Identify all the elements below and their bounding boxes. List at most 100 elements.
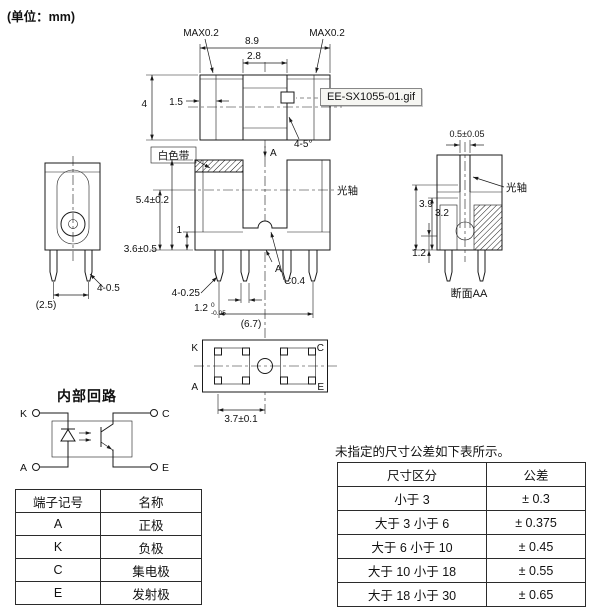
side-view: 4-0.5 (2.5) <box>36 156 120 311</box>
circuit-pin-a: A <box>20 462 27 474</box>
unit-note: (单位：mm) <box>7 10 76 24</box>
table-row: 大于 18 小于 30 ± 0.65 <box>337 582 586 607</box>
dim-total-width: 8.9 <box>245 36 259 47</box>
pin-pad <box>214 376 222 385</box>
terminal-table: 端子记号 名称 A 正极 K 负极 C 集电极 E 发射极 <box>15 489 202 605</box>
dim-pin-width: 1.2 <box>194 303 208 314</box>
dimension-range: 大于 3 小于 6 <box>337 510 487 535</box>
max-protrusion-left: MAX0.2 <box>183 28 219 39</box>
dim-depth: 4 <box>141 99 147 110</box>
optical-axis-label: 光轴 <box>337 184 358 197</box>
pin <box>477 249 486 282</box>
terminal-symbol: A <box>15 512 101 536</box>
circuit-pin-e: E <box>162 462 169 474</box>
table-row: C 集电极 <box>15 558 202 582</box>
section-view: 0.5±0.05 光轴 3.9 3.2 1.2 断面AA <box>412 129 527 300</box>
pin <box>240 249 250 282</box>
tolerance-table: 尺寸区分 公差 小于 3 ± 0.3 大于 3 小于 6 ± 0.375 大于 … <box>337 462 586 607</box>
led-symbol <box>60 428 76 442</box>
table-row: 小于 3 ± 0.3 <box>337 486 586 511</box>
dimension-range: 大于 6 小于 10 <box>337 534 487 559</box>
dim-pin-width-tol-lower: -0.05 <box>211 310 226 317</box>
max-protrusion-right: MAX0.2 <box>309 28 345 39</box>
section-mark-bottom: A <box>275 264 282 275</box>
tolerance-value: ± 0.65 <box>486 582 586 607</box>
dimension-range: 大于 10 小于 18 <box>337 558 487 583</box>
terminal-c <box>150 409 158 417</box>
dim-pin-span: (6.7) <box>241 319 262 330</box>
slot-angle: 4-5° <box>294 139 312 150</box>
pin <box>84 249 93 282</box>
table-header-row: 端子记号 名称 <box>15 489 202 513</box>
pin <box>308 249 318 282</box>
dim-pin-pitch: (2.5) <box>36 300 57 311</box>
circuit-title: 内部回路 <box>57 388 117 404</box>
pin <box>282 249 292 282</box>
dimension-range: 大于 18 小于 30 <box>337 582 487 607</box>
terminal-name: 发射极 <box>100 581 202 605</box>
dimension-range: 小于 3 <box>337 486 487 511</box>
pin-label-e: E <box>317 382 324 393</box>
circuit-pin-c: C <box>162 408 170 420</box>
section-mark-top: A <box>270 148 277 159</box>
terminal-symbol: C <box>15 558 101 582</box>
front-view: 白色带 光轴 A A C0.4 5.4±0.2 1 3.6±0.5 4-0.25 <box>124 146 358 330</box>
tolerance-value: ± 0.375 <box>486 510 586 535</box>
terminal-table-header-name: 名称 <box>100 489 202 513</box>
terminal-name: 集电极 <box>100 558 202 582</box>
body-outline <box>194 159 331 251</box>
optocoupler-outline <box>51 420 133 458</box>
pin-pad <box>280 376 288 385</box>
tolerance-value: ± 0.55 <box>486 558 586 583</box>
internal-circuit: K C A E <box>20 408 170 474</box>
pin-label-a: A <box>191 382 198 393</box>
pin-pad <box>214 347 222 356</box>
image-filename-tooltip: EE-SX1055-01.gif <box>320 88 423 106</box>
tolerance-value: ± 0.45 <box>486 534 586 559</box>
white-band-label: 白色带 <box>158 149 190 162</box>
terminal-name: 负极 <box>100 535 202 559</box>
chamfer-label: C0.4 <box>284 276 306 287</box>
tolerance-table-header-range: 尺寸区分 <box>337 462 487 487</box>
white-band-hatch <box>194 159 244 173</box>
table-row: A 正极 <box>15 512 202 536</box>
table-row: 大于 10 小于 18 ± 0.55 <box>337 558 586 583</box>
table-row: K 负极 <box>15 535 202 559</box>
pin-pad <box>308 347 316 356</box>
optical-axis-label: 光轴 <box>506 181 527 194</box>
dim-pin-thickness: 4-0.25 <box>172 288 201 299</box>
bottom-view: K C A E 3.7±0.1 <box>191 339 338 425</box>
dim-base: 1.2 <box>412 248 426 259</box>
terminal-name: 正极 <box>100 512 202 536</box>
section-caption: 断面AA <box>451 286 488 300</box>
terminal-symbol: E <box>15 581 101 605</box>
dim-height: 5.4±0.2 <box>136 195 170 206</box>
table-row: E 发射极 <box>15 581 202 605</box>
pin-pad <box>242 376 250 385</box>
dim-detector-height: 3.2 <box>435 208 449 219</box>
dim-pin: 4-0.5 <box>97 283 120 294</box>
dim-axis-offset: 3.7±0.1 <box>224 414 258 425</box>
pin <box>444 249 453 282</box>
top-view: 8.9 2.8 MAX0.2 MAX0.2 4 1.5 4-5° <box>141 28 345 150</box>
tolerance-value: ± 0.3 <box>486 486 586 511</box>
pin-pad <box>280 347 288 356</box>
dim-pin-width-tol-upper: 0 <box>211 302 215 309</box>
terminal-a <box>32 463 40 471</box>
dim-emitter-height: 3.9 <box>419 199 433 210</box>
dim-slit: 0.5±0.05 <box>450 129 485 139</box>
pin-label-c: C <box>317 343 324 354</box>
table-header-row: 尺寸区分 公差 <box>337 462 586 487</box>
pin-label-k: K <box>191 343 198 354</box>
dim-wall: 1.5 <box>169 97 183 108</box>
dim-lip: 1 <box>176 225 182 236</box>
terminal-e <box>150 463 158 471</box>
tolerance-note: 未指定的尺寸公差如下表所示。 <box>335 445 511 459</box>
table-row: 大于 3 小于 6 ± 0.375 <box>337 510 586 535</box>
pin-pad <box>308 376 316 385</box>
emitter-window <box>280 91 295 104</box>
pin <box>49 249 58 282</box>
terminal-symbol: K <box>15 535 101 559</box>
dim-axis-to-bottom: 3.6±0.5 <box>124 244 158 255</box>
